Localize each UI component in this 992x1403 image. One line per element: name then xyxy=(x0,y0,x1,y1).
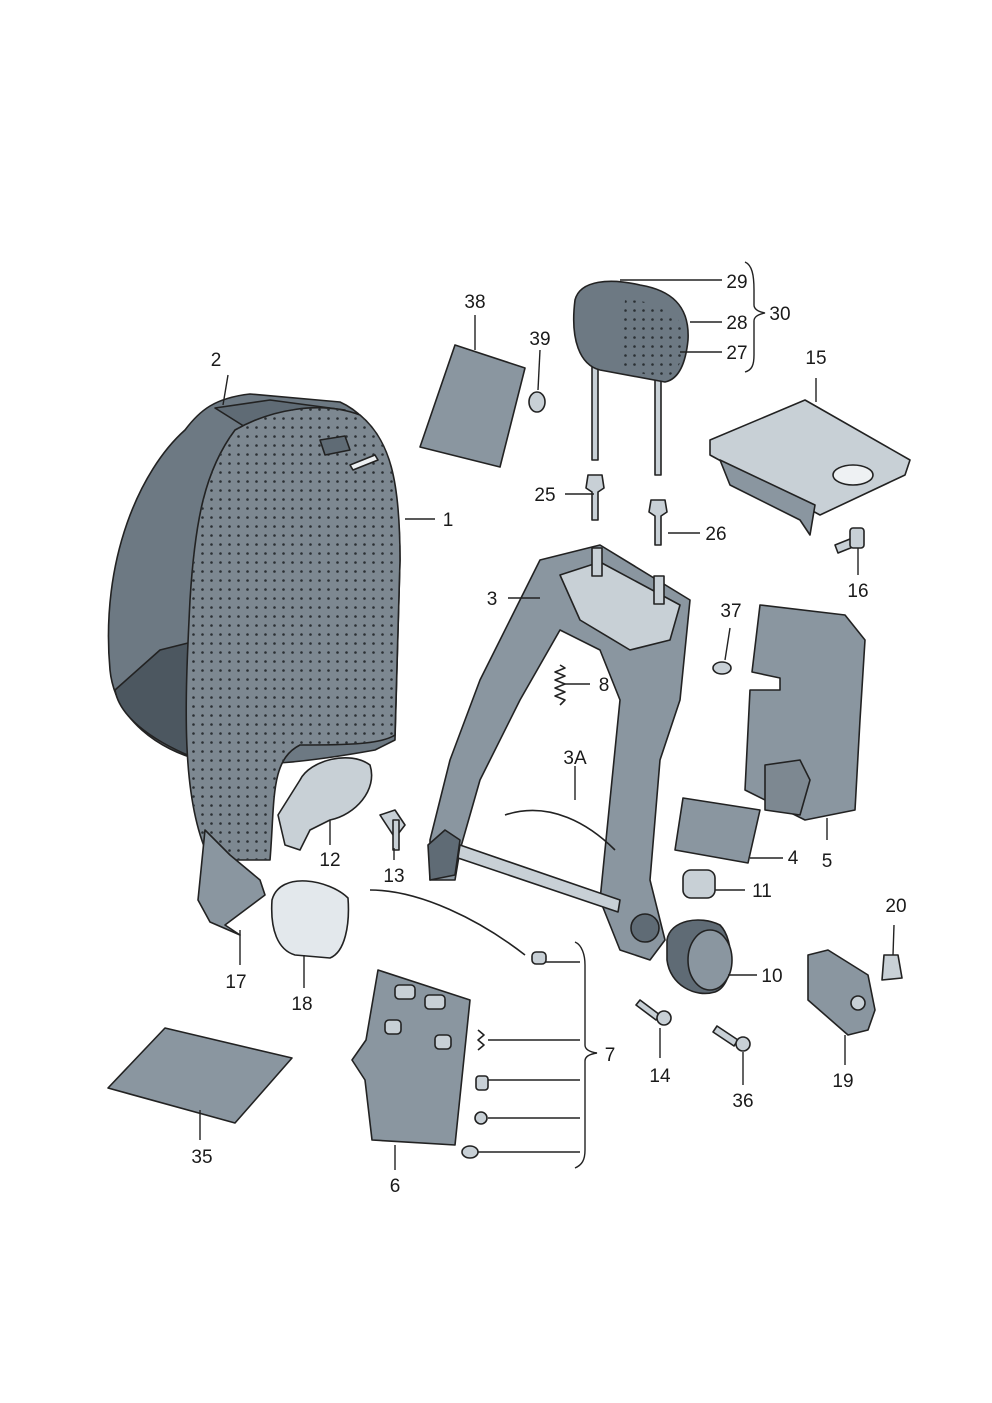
label-3: 3 xyxy=(487,589,498,610)
trim-part-12 xyxy=(277,757,373,851)
label-27: 27 xyxy=(726,343,747,364)
leader-lines xyxy=(199,261,895,1170)
label-25: 25 xyxy=(534,485,555,506)
label-26: 26 xyxy=(705,524,726,545)
guide-sleeve-26 xyxy=(648,499,668,546)
pad-part-4 xyxy=(674,797,761,864)
label-10: 10 xyxy=(761,966,782,987)
trim-part-19 xyxy=(807,949,876,1036)
backrest-cushion-part xyxy=(185,406,401,861)
label-18: 18 xyxy=(291,994,312,1015)
label-5: 5 xyxy=(822,851,833,872)
label-28: 28 xyxy=(726,313,747,334)
label-36: 36 xyxy=(732,1091,753,1112)
screw-14 xyxy=(635,999,672,1026)
label-2: 2 xyxy=(211,350,222,371)
label-15: 15 xyxy=(805,348,826,369)
hardware-set-7 xyxy=(461,951,547,1159)
label-11: 11 xyxy=(752,881,772,902)
pad-part-18 xyxy=(270,880,350,959)
label-29: 29 xyxy=(726,272,747,293)
screw-16 xyxy=(834,527,865,554)
lumbar-support-part xyxy=(351,889,526,1146)
label-12: 12 xyxy=(319,850,340,871)
clip-37 xyxy=(712,661,732,675)
label-19: 19 xyxy=(832,1071,853,1092)
sheet-part-35 xyxy=(107,1027,293,1124)
label-14: 14 xyxy=(649,1066,671,1087)
label-35: 35 xyxy=(191,1147,212,1168)
oval-plug-part xyxy=(528,391,546,413)
spring-part xyxy=(554,664,566,706)
cap-20 xyxy=(881,954,903,981)
backrest-frame-part xyxy=(427,544,691,961)
trim-part-17 xyxy=(197,829,266,936)
part-number-labels: 2 1 38 39 29 28 27 30 25 26 15 16 3 37 8… xyxy=(191,272,906,1197)
label-13: 13 xyxy=(383,866,404,887)
label-1: 1 xyxy=(443,510,454,531)
label-8: 8 xyxy=(599,675,610,696)
guide-sleeve-25 xyxy=(585,474,605,521)
adjuster-ring-part xyxy=(682,869,716,899)
label-39: 39 xyxy=(529,329,550,350)
headrest-part xyxy=(572,280,689,476)
label-38: 38 xyxy=(464,292,485,313)
label-4: 4 xyxy=(788,848,799,869)
cable-part xyxy=(504,809,616,851)
label-7: 7 xyxy=(605,1045,616,1066)
label-16: 16 xyxy=(847,581,868,602)
label-20: 20 xyxy=(885,896,906,917)
label-6: 6 xyxy=(390,1176,401,1197)
backrest-panel-part xyxy=(744,604,866,821)
label-sheet-part xyxy=(419,344,526,468)
label-30: 30 xyxy=(769,304,790,325)
side-panel-part xyxy=(709,399,911,536)
label-3a: 3A xyxy=(563,748,587,769)
screw-36 xyxy=(712,1025,751,1052)
knob-part xyxy=(666,919,733,995)
label-37: 37 xyxy=(720,601,741,622)
clip-13 xyxy=(379,809,406,851)
label-17: 17 xyxy=(225,972,246,993)
